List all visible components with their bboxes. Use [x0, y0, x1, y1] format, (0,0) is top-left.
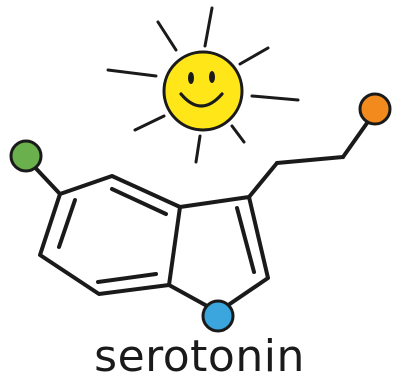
amine-atom-orange — [358, 92, 392, 126]
molecule-bonds — [26, 114, 374, 314]
inner-double-bond — [57, 198, 77, 249]
inner-double-bond — [96, 272, 158, 284]
sun-smile — [179, 92, 224, 108]
inner-double-bond — [110, 187, 168, 216]
sun-left-eye — [188, 72, 194, 84]
sun-ray — [203, 6, 214, 48]
sun-disc — [162, 50, 244, 132]
sun-ray — [156, 20, 178, 52]
sun-ray — [250, 94, 300, 102]
sun-right-eye — [209, 71, 215, 83]
pyrrole-double-bond — [235, 206, 256, 274]
sun-ray — [133, 114, 166, 132]
smiling-sun-icon — [162, 50, 244, 132]
pyrrole-ring — [167, 195, 270, 314]
side-chain-bond — [247, 161, 279, 199]
sun-rays — [106, 6, 300, 164]
sun-ray — [238, 46, 270, 66]
hydroxyl-atom-green — [9, 139, 43, 173]
molecule-name-caption: serotonin — [94, 331, 305, 382]
sun-ray — [230, 124, 246, 144]
side-chain-bond — [275, 155, 345, 165]
nitrogen-atom-blue — [201, 299, 235, 333]
sun-ray — [106, 68, 158, 78]
sun-ray — [194, 134, 202, 164]
